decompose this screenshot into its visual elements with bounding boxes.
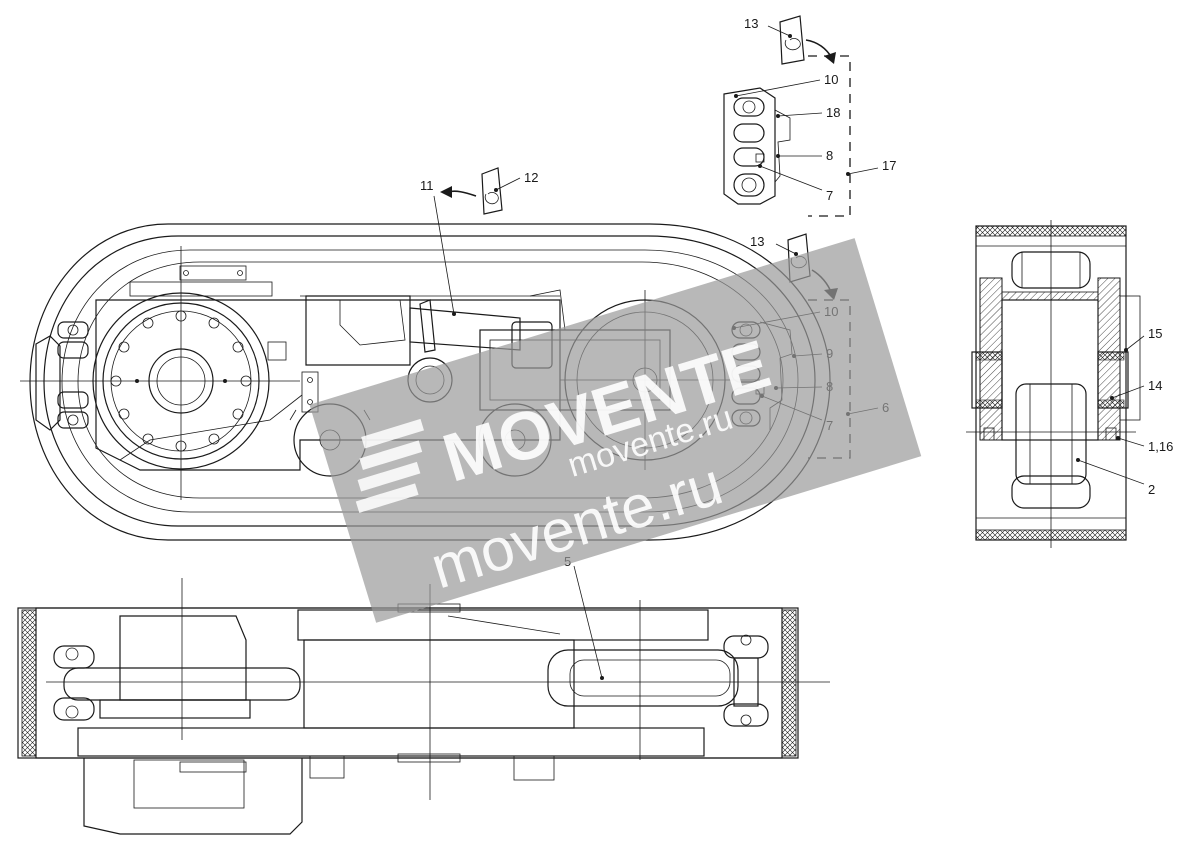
callout-7-top: 7	[826, 188, 833, 203]
callout-13-top: 13	[744, 16, 758, 31]
callout-17: 17	[882, 158, 896, 173]
plan-view	[17, 578, 830, 835]
section-view	[966, 220, 1141, 548]
callout-1-16: 1,16	[1148, 439, 1173, 454]
watermark-logo-mark	[355, 418, 424, 513]
clip-tag-12	[440, 167, 503, 215]
callout-11: 11	[420, 178, 434, 193]
callout-18: 18	[826, 105, 840, 120]
callout-2: 2	[1148, 482, 1155, 497]
callout-10-top: 10	[824, 72, 838, 87]
callout-15: 15	[1148, 326, 1162, 341]
callout-14: 14	[1148, 378, 1162, 393]
clip-tag-13-top	[779, 15, 836, 65]
callout-12: 12	[524, 170, 538, 185]
callout-13-mid: 13	[750, 234, 764, 249]
callout-labels: 13 10 18 8 17 7 11 12 13 10 9 8 6 7 15 1…	[420, 16, 1173, 569]
callout-8-top: 8	[826, 148, 833, 163]
watermark: MOVENTE movente.ru movente.ru	[309, 238, 922, 623]
